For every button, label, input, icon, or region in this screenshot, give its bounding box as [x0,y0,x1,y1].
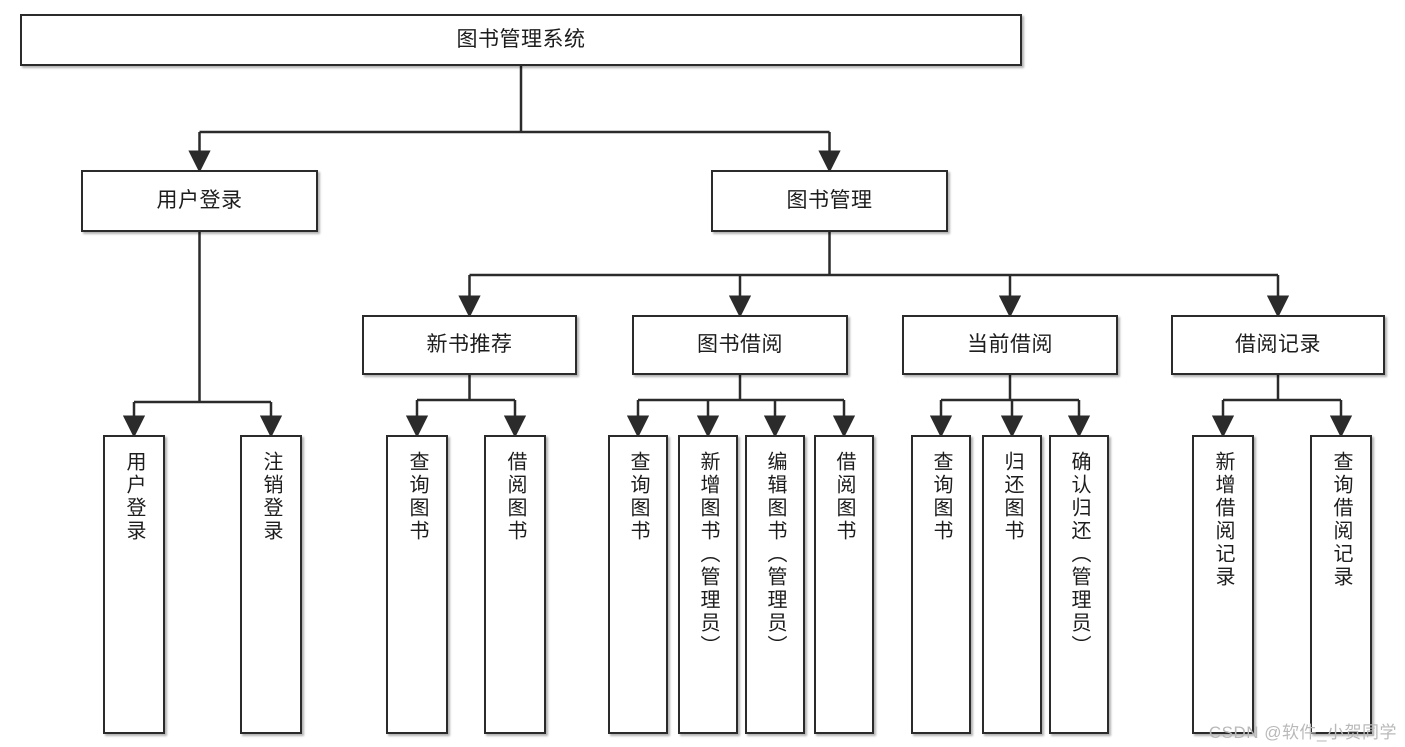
node-label: 查询图书 [406,451,428,543]
node-label: 注销登录 [260,451,282,543]
node-label: 借阅图书 [504,451,526,543]
node-label: 图书借阅 [697,332,783,356]
node-leaf-user-login[interactable]: 用户登录 [103,435,165,734]
node-label: 归还图书 [1001,451,1023,543]
node-label: 用户登录 [156,188,243,212]
node-leaf-cb-query[interactable]: 查询图书 [911,435,971,734]
node-label: 当前借阅 [967,332,1053,356]
node-new-book-rec[interactable]: 新书推荐 [362,315,577,375]
node-current-borrow[interactable]: 当前借阅 [902,315,1118,375]
node-root[interactable]: 图书管理系统 [20,14,1022,66]
node-leaf-bb-query[interactable]: 查询图书 [608,435,668,734]
node-label: 图书管理系统 [456,27,586,51]
node-leaf-bb-add[interactable]: 新增图书（管理员） [678,435,738,734]
node-label: 借阅图书 [833,451,855,543]
node-leaf-cb-confirm[interactable]: 确认归还（管理员） [1049,435,1109,734]
node-book-manage[interactable]: 图书管理 [711,170,948,232]
node-label: 新增借阅记录 [1212,451,1234,589]
node-label: 编辑图书（管理员） [764,451,786,658]
node-leaf-rec-borrow[interactable]: 借阅图书 [484,435,546,734]
node-label: 查询图书 [627,451,649,543]
node-leaf-rec-query[interactable]: 查询图书 [386,435,448,734]
node-leaf-br-add[interactable]: 新增借阅记录 [1192,435,1254,734]
node-label: 新增图书（管理员） [697,451,719,658]
node-leaf-bb-borrow[interactable]: 借阅图书 [814,435,874,734]
node-leaf-br-query[interactable]: 查询借阅记录 [1310,435,1372,734]
node-label: 查询图书 [930,451,952,543]
node-user-login[interactable]: 用户登录 [81,170,318,232]
node-leaf-cb-return[interactable]: 归还图书 [982,435,1042,734]
node-label: 确认归还（管理员） [1068,451,1090,658]
node-label: 用户登录 [123,451,145,543]
node-label: 图书管理 [786,188,873,212]
node-book-borrow[interactable]: 图书借阅 [632,315,848,375]
csdn-watermark: CSDN @软件_小贺同学 [1208,723,1397,742]
node-leaf-bb-edit[interactable]: 编辑图书（管理员） [745,435,805,734]
node-leaf-logout[interactable]: 注销登录 [240,435,302,734]
node-label: 新书推荐 [426,332,513,356]
node-label: 借阅记录 [1235,332,1321,356]
node-borrow-record[interactable]: 借阅记录 [1171,315,1385,375]
node-label: 查询借阅记录 [1330,451,1352,589]
